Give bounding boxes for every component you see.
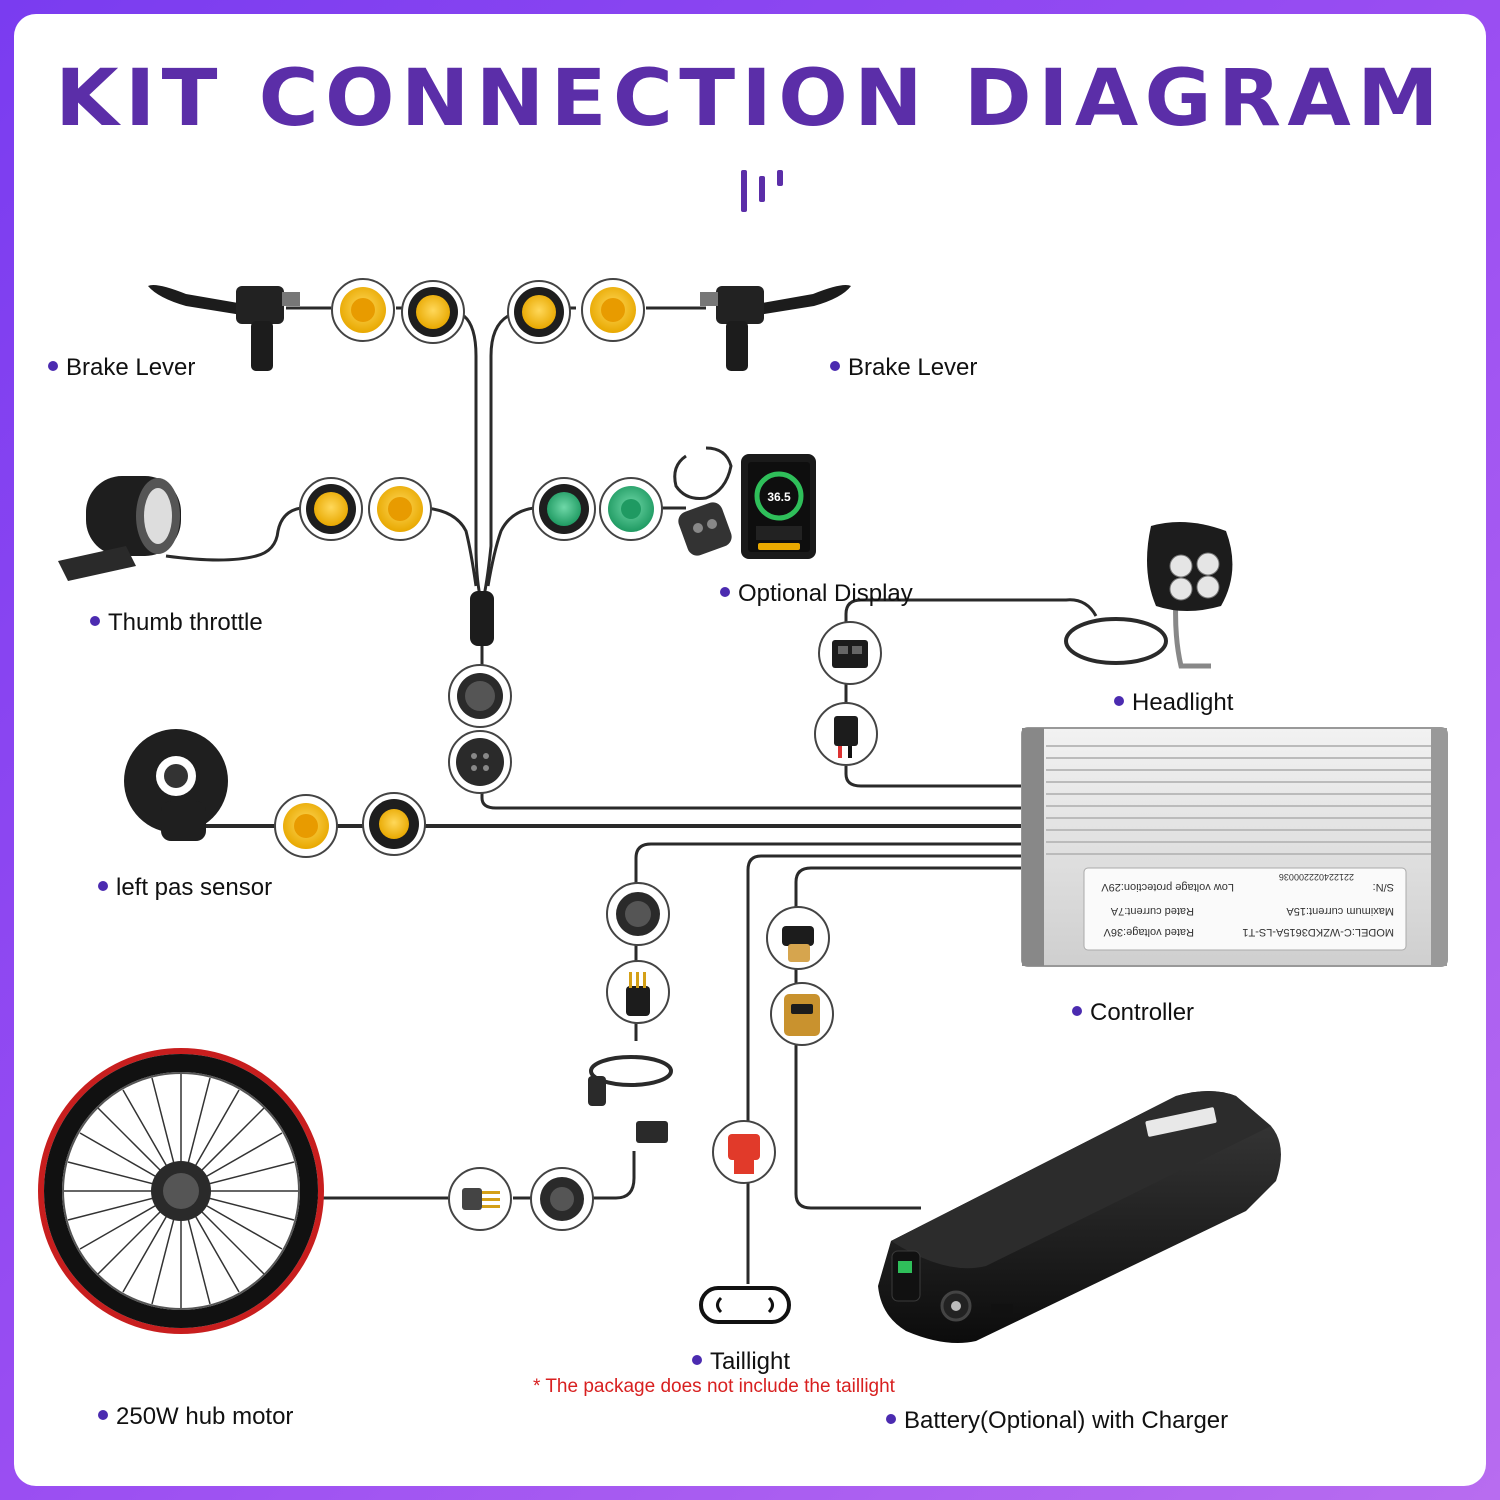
connector-taillight [712, 1120, 776, 1184]
bullet-icon [692, 1354, 702, 1365]
wire-battery-branch [794, 866, 1026, 1210]
label-brake-lever-right: Brake Lever [830, 354, 977, 382]
connector-brake-left-female [331, 278, 395, 342]
label-thumb-throttle: Thumb throttle [90, 609, 263, 637]
controller-rated-current: Rated current:7A [1110, 905, 1194, 917]
connector-throttle-male [299, 477, 363, 541]
label-hub-motor: 250W hub motor [98, 1403, 293, 1431]
motor-extension-cable [588, 1055, 673, 1143]
connector-main-harness-female [448, 730, 512, 794]
controller-rated-voltage: Rated voltage:36V [1103, 926, 1194, 938]
wire-brake-right [482, 306, 706, 597]
controller-low-voltage: Low voltage protection:29V [1101, 881, 1234, 893]
wheel-brand-bottom: MORTRAV [132, 1358, 188, 1377]
connector-motor-male [606, 960, 670, 1024]
wire-brake-left [286, 306, 482, 597]
headlight [1064, 522, 1233, 669]
label-optional-display: Optional Display [720, 580, 913, 608]
connector-main-harness-male [448, 664, 512, 728]
controller-sn-label: S/N: [1373, 881, 1394, 893]
wire-loom-to-controller [480, 626, 1026, 810]
label-pas-sensor: left pas sensor [98, 874, 272, 902]
taillight [699, 1286, 791, 1324]
connector-pas-female [274, 794, 338, 858]
wiring [165, 306, 1098, 1284]
bullet-icon [830, 360, 840, 371]
bullet-icon [886, 1413, 896, 1424]
connector-hub-motor-female [530, 1167, 594, 1231]
bullet-icon [1072, 1005, 1082, 1016]
label-headlight: Headlight [1114, 689, 1233, 717]
connector-display-male [532, 477, 596, 541]
title-underline-mark [741, 170, 783, 212]
connector-battery-xt60-female [766, 906, 830, 970]
wire-taillight-branch [746, 854, 1026, 1284]
battery [878, 1091, 1281, 1344]
connector-pas-male [362, 792, 426, 856]
label-brake-lever-left: Brake Lever [48, 354, 195, 382]
wire-motor [316, 1151, 636, 1200]
harness-loom [470, 591, 494, 646]
controller: MODEL:C-WZKD3615A-LS-T1 Rated voltage:36… [1021, 727, 1448, 967]
bullet-icon [1114, 695, 1124, 706]
controller-fins [1046, 745, 1436, 855]
wire-headlight [844, 598, 1098, 788]
thumb-throttle [58, 476, 181, 581]
label-taillight: Taillight [692, 1348, 790, 1376]
wire-display [486, 506, 686, 587]
connector-motor-female [606, 882, 670, 946]
page-title: KIT CONNECTION DIAGRAM [55, 54, 1445, 144]
bullet-icon [90, 615, 100, 626]
connector-brake-right-female [581, 278, 645, 342]
connector-battery-xt60-male [770, 982, 834, 1046]
controller-max-current: Maximum current:15A [1286, 905, 1394, 917]
bullet-icon [98, 880, 108, 891]
controller-model: MODEL:C-WZKD3615A-LS-T1 [1242, 926, 1394, 938]
connector-display-female [599, 477, 663, 541]
optional-display: 36.5 [673, 446, 816, 559]
connector-brake-left-male [401, 280, 465, 344]
wire-motor-branch [634, 842, 1026, 1041]
bullet-icon [98, 1409, 108, 1420]
hub-motor-wheel: VARSTROM MORTRAV [38, 1004, 324, 1377]
wheel-brand-top: VARSTROM [161, 1004, 224, 1024]
bullet-icon [720, 586, 730, 597]
brake-lever-right [700, 285, 851, 371]
connector-hub-motor-male [448, 1167, 512, 1231]
bullet-icon [48, 360, 58, 371]
connector-brake-right-male [507, 280, 571, 344]
connector-throttle-female [368, 477, 432, 541]
connector-headlight-male [814, 702, 878, 766]
label-controller: Controller [1072, 999, 1194, 1027]
brake-lever-left [148, 285, 300, 371]
connector-headlight-female [818, 621, 882, 685]
display-speed: 36.5 [767, 490, 791, 504]
taillight-note: * The package does not include the taill… [533, 1376, 895, 1397]
wire-throttle [165, 506, 478, 587]
pas-sensor [124, 729, 228, 841]
label-battery: Battery(Optional) with Charger [886, 1407, 1228, 1435]
controller-serial: 221224022200036 [1279, 872, 1354, 882]
